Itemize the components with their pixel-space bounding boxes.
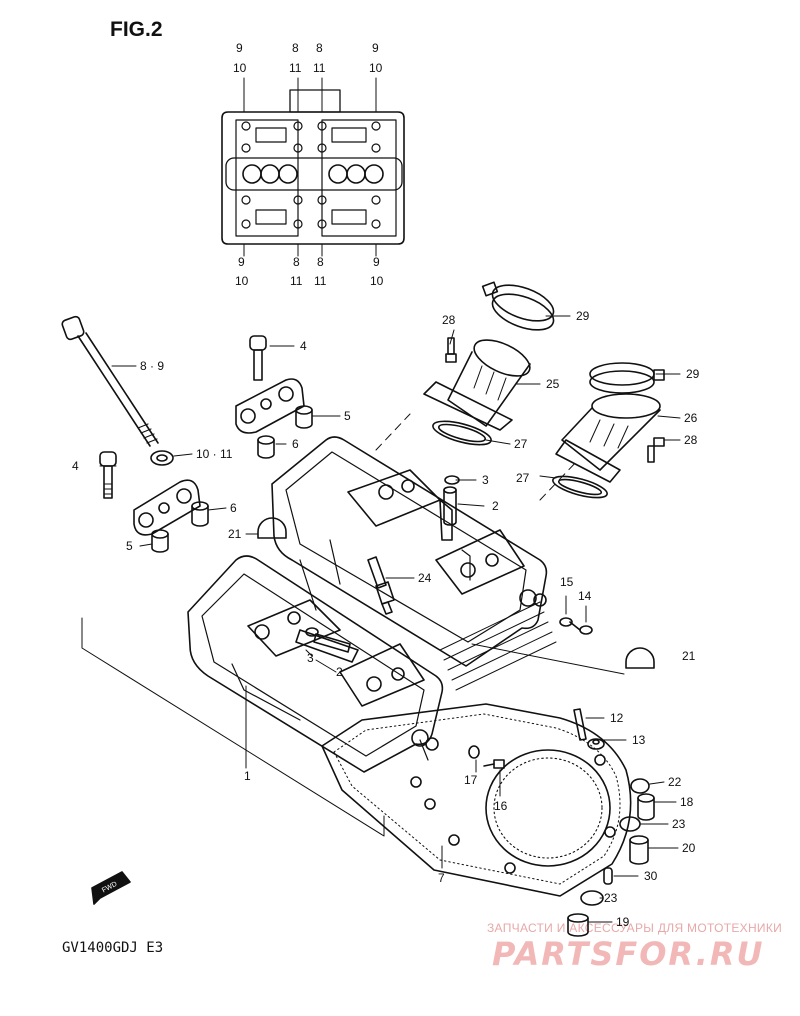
fwd-arrow-icon (91, 871, 131, 905)
callout-20: 20 (682, 841, 696, 855)
inset-top-label: 9 (372, 41, 379, 55)
washer-15 (559, 617, 573, 627)
callout-6: 6 (230, 501, 237, 515)
cylinder-head-front (187, 555, 557, 773)
o-ring-22 (630, 778, 650, 794)
callout-29: 29 (686, 367, 700, 381)
callout-4: 4 (300, 339, 307, 353)
callout-13: 13 (632, 733, 646, 747)
callout-14: 14 (578, 589, 592, 603)
callout-19: 19 (616, 915, 630, 929)
gasket-inset (221, 77, 405, 257)
callout-3: 3 (307, 651, 314, 665)
callout-25: 25 (546, 377, 560, 391)
inset-bottom-label: 8 (293, 255, 300, 269)
watermark-tagline: ЗАПЧАСТИ И АКСЕССУАРЫ ДЛЯ МОТОТЕХНИКИ (487, 921, 783, 935)
callout-3: 3 (482, 473, 489, 487)
valve-guides (305, 475, 460, 653)
intake-pipe-rear (555, 393, 661, 483)
callout-30: 30 (644, 869, 658, 883)
callout-15: 15 (560, 575, 574, 589)
inset-top-label: 8 (316, 41, 323, 55)
callout-5: 5 (126, 539, 133, 553)
intake-clamp-upper (481, 281, 555, 331)
inset-top-label: 10 (369, 61, 383, 75)
rocker-holder-upper (235, 378, 305, 434)
callout-6: 6 (292, 437, 299, 451)
dowel-pins (151, 405, 313, 553)
callout-16: 16 (494, 799, 508, 813)
pin-30 (603, 867, 613, 885)
inset-top-label: 9 (236, 41, 243, 55)
callout-10-11: 10 · 11 (196, 447, 233, 461)
dowel-20 (629, 835, 649, 865)
bolt-lower (99, 451, 117, 499)
callout-27: 27 (516, 471, 530, 485)
callout-1: 1 (244, 769, 251, 783)
o-ring-rear (552, 475, 608, 499)
inset-bottom-label: 9 (238, 255, 245, 269)
callout-12: 12 (610, 711, 624, 725)
washer-10-11 (150, 450, 174, 466)
bolt-14 (569, 621, 593, 635)
watermark-logo: PARTSFOR.RU (492, 935, 765, 973)
callout-18: 18 (680, 795, 694, 809)
inset-bottom-label: 8 (317, 255, 324, 269)
callout-28: 28 (442, 313, 456, 327)
intake-pipe-front (423, 339, 531, 431)
dowel-18 (637, 793, 655, 821)
callout-24: 24 (418, 571, 432, 585)
callout-23: 23 (604, 891, 618, 905)
nut-13 (587, 738, 605, 750)
rocker-holder-lower (133, 479, 201, 536)
callout-17: 17 (464, 773, 478, 787)
callout-21: 21 (682, 649, 696, 663)
valve-caps (257, 517, 655, 669)
callout-5: 5 (344, 409, 351, 423)
callout-27: 27 (514, 437, 528, 451)
callout-labels: 1 2 2 3 3 4 4 5 5 6 6 7 8 · 9 10 · 11 12… (72, 309, 700, 929)
inset-top-label: 11 (289, 61, 302, 75)
inset-bottom-label: 10 (370, 274, 384, 288)
stud-12 (573, 708, 587, 741)
inset-top-label: 8 (292, 41, 299, 55)
callout-28: 28 (684, 433, 698, 447)
bolt-upper (249, 335, 267, 381)
gasket-inset-labels: 9 10 8 11 8 11 9 10 9 10 8 11 8 11 9 10 (233, 41, 384, 288)
long-head-bolt (61, 315, 159, 447)
leader-lines (81, 315, 681, 923)
model-code: GV1400GDJ E3 (62, 940, 164, 956)
intake-clamp-rear (589, 362, 665, 394)
callout-7: 7 (438, 871, 445, 885)
cylinder-head-gasket (321, 703, 632, 897)
inset-bottom-label: 11 (290, 274, 303, 288)
callout-8-9: 8 · 9 (140, 359, 164, 373)
o-ring-23-lower (580, 890, 604, 906)
dowel-19 (567, 913, 589, 937)
figure-title: FIG.2 (110, 18, 163, 41)
callout-22: 22 (668, 775, 682, 789)
callout-26: 26 (684, 411, 698, 425)
washer-17 (468, 745, 480, 759)
callout-2: 2 (336, 665, 343, 679)
o-ring-front (432, 420, 492, 446)
callout-2: 2 (492, 499, 499, 513)
spark-plug (367, 556, 395, 615)
bolt-16 (483, 759, 505, 769)
bolt-28-front (445, 337, 457, 363)
callout-21: 21 (228, 527, 242, 541)
cylinder-head-rear (271, 436, 548, 667)
inset-top-label: 11 (313, 61, 326, 75)
bolt-28-rear (647, 437, 665, 463)
callout-23: 23 (672, 817, 686, 831)
inset-bottom-label: 9 (373, 255, 380, 269)
callout-29: 29 (576, 309, 590, 323)
callout-4: 4 (72, 459, 79, 473)
inset-bottom-label: 10 (235, 274, 249, 288)
inset-top-label: 10 (233, 61, 247, 75)
inset-bottom-label: 11 (314, 274, 327, 288)
